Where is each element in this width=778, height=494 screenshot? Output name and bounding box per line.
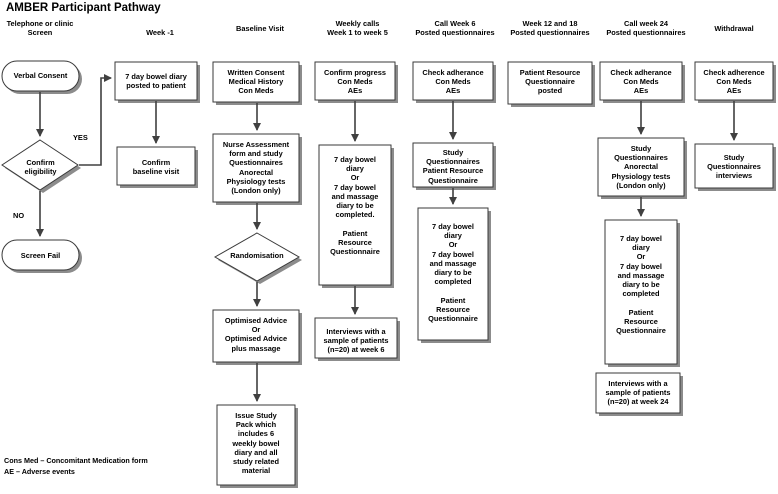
confirm-progress-node: Confirm progress Con Meds AEs <box>323 68 386 96</box>
optimised-advice-node: Optimised Advice Or Optimised Advice plu… <box>224 316 288 353</box>
confirm-eligibility-shape <box>1 139 79 191</box>
resource-questionnaire-posted-node: Patient Resource Questionnaire posted <box>519 68 581 96</box>
study-questionnaires-withdrawal-node: Study Questionnaires interviews <box>707 153 761 181</box>
no-label: NO <box>13 211 25 220</box>
header-week-12-18: Week 12 and 18 Posted questionnaires <box>510 19 590 38</box>
diary-w6-node: 7 day bowel diary Or 7 day bowel and mas… <box>428 222 478 324</box>
interviews-week-6-node: Interviews with a sample of patients (n=… <box>323 327 389 355</box>
check-adherence-w6-shape <box>412 61 494 101</box>
check-adherence-withdrawal-shape <box>694 61 774 101</box>
nurse-assessment-node: Nurse Assessment form and study Question… <box>222 140 290 196</box>
screen-fail-node: Screen Fail <box>20 251 61 260</box>
screen-fail-shape <box>1 239 80 271</box>
study-questionnaires-w24-shape <box>597 137 685 197</box>
verbal-consent-shape <box>1 60 80 92</box>
confirm-baseline-shape <box>116 146 196 186</box>
diagram-title: AMBER Participant Pathway <box>6 2 161 14</box>
header-call-week-6: Call Week 6 Posted questionnaires <box>415 19 495 38</box>
check-adherence-withdrawal-node: Check adherence Con Meds AEs <box>703 68 765 96</box>
verbal-consent-node: Verbal Consent <box>13 71 68 80</box>
written-consent-shape <box>212 61 300 103</box>
header-weekly-calls: Weekly calls Week 1 to week 5 <box>327 19 388 38</box>
confirm-progress-shape <box>314 61 396 101</box>
confirm-eligibility-node: Confirm eligibility <box>24 158 57 177</box>
interviews-week-24-node: Interviews with a sample of patients (n=… <box>605 379 671 407</box>
header-baseline-visit: Baseline Visit <box>236 24 284 33</box>
resource-questionnaire-posted-shape <box>507 61 593 105</box>
check-adherence-w6-node: Check adherance Con Meds AEs <box>422 68 484 96</box>
header-call-week-24: Call week 24 Posted questionnaires <box>606 19 686 38</box>
legend-ae: AE – Adverse events <box>4 467 75 476</box>
study-questionnaires-withdrawal-shape <box>694 143 774 189</box>
weekly-diary-node: 7 day bowel diary Or 7 day bowel and mas… <box>330 155 380 257</box>
randomisation-shape <box>213 232 301 282</box>
bowel-diary-posted-node: 7 day bowel diary posted to patient <box>125 72 187 91</box>
diary-w6-shape <box>417 207 489 341</box>
written-consent-node: Written Consent Medical History Con Meds <box>227 68 285 96</box>
bowel-diary-posted-shape <box>114 61 198 101</box>
issue-study-pack-node: Issue Study Pack which includes 6 weekly… <box>232 411 280 476</box>
diary-w24-shape <box>604 219 678 365</box>
header-withdrawal: Withdrawal <box>714 24 754 33</box>
legend-cons-med: Cons Med – Concomitant Medication form <box>4 456 148 465</box>
check-adherence-w24-shape <box>599 61 683 101</box>
issue-study-pack-shape <box>216 404 296 486</box>
randomisation-node: Randomisation <box>230 251 284 260</box>
study-questionnaires-w6-node: Study Questionnaires Patient Resource Qu… <box>422 148 484 185</box>
header-screen: Telephone or clinic Screen <box>6 19 74 38</box>
confirm-baseline-node: Confirm baseline visit <box>132 158 180 177</box>
check-adherence-w24-node: Check adherance Con Meds AEs <box>610 68 672 96</box>
nurse-assessment-shape <box>212 133 300 203</box>
interviews-week-24-shape <box>595 372 681 414</box>
yes-label: YES <box>73 133 88 142</box>
study-questionnaires-w24-node: Study Questionnaires Anorectal Physiolog… <box>611 144 671 190</box>
optimised-advice-shape <box>212 309 300 363</box>
weekly-diary-shape <box>318 144 392 286</box>
interviews-week-6-shape <box>314 317 398 359</box>
diary-w24-node: 7 day bowel diary Or 7 day bowel and mas… <box>616 234 666 336</box>
study-questionnaires-w6-shape <box>412 142 494 188</box>
arrow-eligibility-to-diary <box>79 74 112 166</box>
header-week-minus-1: Week -1 <box>146 28 174 37</box>
